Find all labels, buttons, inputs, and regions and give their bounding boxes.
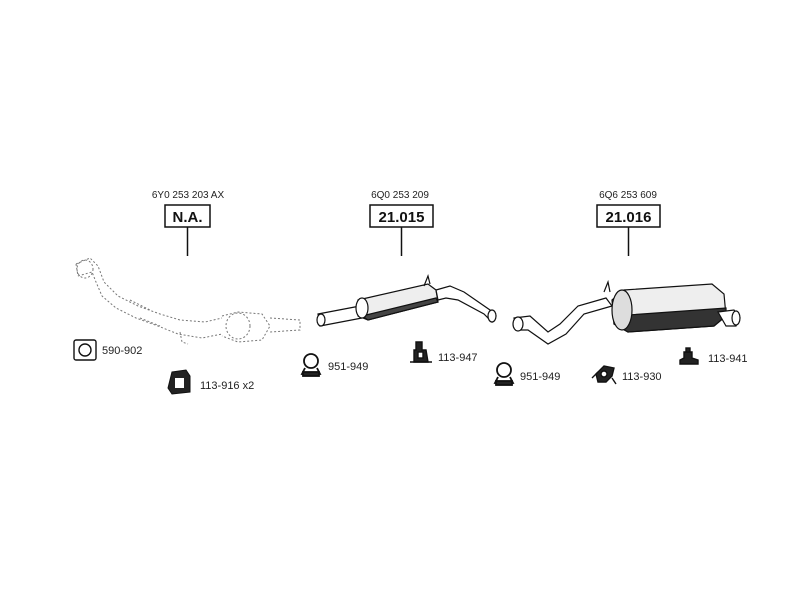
part-number: 951-949	[520, 371, 560, 383]
section-rear-silencer: 6Q6 253 609 21.016	[512, 190, 741, 345]
clamp-icon	[493, 362, 515, 386]
gasket-icon	[73, 339, 97, 361]
part-number: 113-916 x2	[200, 380, 254, 392]
rubber-hanger-icon	[591, 365, 617, 385]
part-number: 113-930	[622, 371, 662, 383]
clamp-icon	[300, 353, 322, 377]
section-front-pipe: 6Y0 253 203 AX N.A.	[75, 190, 301, 345]
oem-number: 6Y0 253 203 AX	[152, 190, 225, 201]
hanger-icon	[410, 341, 432, 363]
part-113-947[interactable]: 113-947	[410, 341, 478, 364]
rubber-strap-icon	[679, 347, 699, 365]
rear-silencer-part[interactable]	[512, 279, 741, 345]
catalog-number[interactable]: 21.015	[379, 209, 425, 226]
part-590-902[interactable]: 590-902	[73, 339, 142, 361]
part-number: 113-941	[708, 353, 748, 365]
part-951-949-b[interactable]: 951-949	[493, 362, 560, 386]
part-number: 951-949	[328, 361, 368, 373]
rubber-mount-icon	[167, 369, 191, 395]
catalog-number[interactable]: N.A.	[173, 209, 203, 226]
catalog-number[interactable]: 21.016	[606, 209, 652, 226]
part-113-930[interactable]: 113-930	[591, 365, 662, 385]
part-number: 113-947	[438, 352, 478, 364]
centre-silencer-part[interactable]	[316, 274, 497, 327]
part-113-916[interactable]: 113-916 x2	[167, 369, 254, 395]
part-number: 590-902	[102, 345, 142, 357]
oem-number: 6Q6 253 609	[599, 190, 657, 201]
oem-number: 6Q0 253 209	[371, 190, 429, 201]
part-951-949-a[interactable]: 951-949	[300, 353, 368, 377]
part-113-941[interactable]: 113-941	[679, 347, 748, 365]
section-centre-silencer: 6Q0 253 209 21.015	[316, 190, 497, 327]
front-pipe-outline[interactable]	[75, 257, 301, 345]
